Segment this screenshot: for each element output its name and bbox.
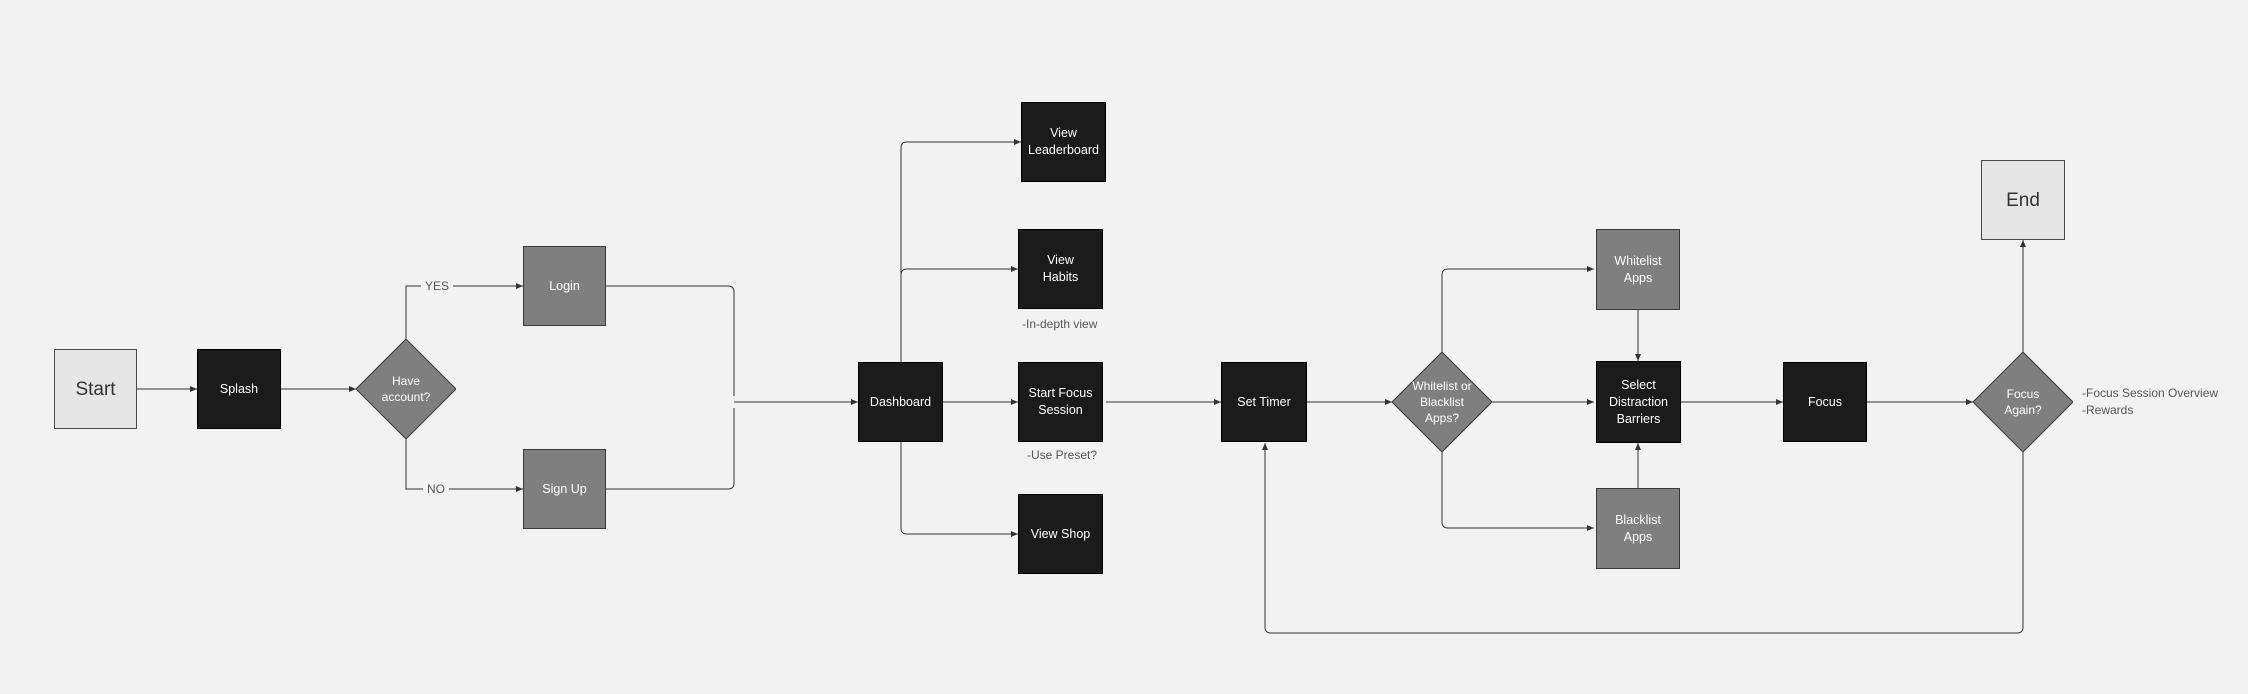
node-focus[interactable]: Focus bbox=[1783, 362, 1867, 442]
node-end[interactable]: End bbox=[1981, 160, 2065, 240]
node-start[interactable]: Start bbox=[54, 349, 137, 429]
edge-yes-login bbox=[405, 283, 523, 339]
decision-focus-again-label: Focus Again? bbox=[2004, 387, 2042, 417]
edge-decision-blacklist bbox=[1441, 452, 1594, 531]
edge-loop-settimer bbox=[1262, 443, 2024, 634]
node-view-leaderboard[interactable]: View Leaderboard bbox=[1021, 102, 1106, 182]
edge-signup-merge bbox=[606, 408, 735, 490]
node-view-habits[interactable]: View Habits bbox=[1018, 229, 1103, 309]
node-select-distraction-barriers[interactable]: Select Distraction Barriers bbox=[1596, 361, 1681, 443]
edge-label-no: NO bbox=[423, 481, 449, 498]
edge-dashboard-habits bbox=[900, 266, 1018, 276]
decision-have-account[interactable]: Have account? bbox=[356, 339, 456, 439]
edge-dashboard-shop bbox=[900, 442, 1018, 537]
decision-whitelist-or-blacklist-label: Whitelist or Blacklist Apps? bbox=[1412, 379, 1472, 425]
edge-label-yes: YES bbox=[421, 278, 454, 295]
edge-no-signup bbox=[405, 439, 523, 492]
node-set-timer[interactable]: Set Timer bbox=[1221, 362, 1307, 442]
annotation-use-preset: -Use Preset? bbox=[1027, 448, 1098, 462]
node-view-shop[interactable]: View Shop bbox=[1018, 494, 1103, 574]
decision-focus-again[interactable]: Focus Again? bbox=[1973, 352, 2073, 452]
node-sign-up[interactable]: Sign Up bbox=[523, 449, 606, 529]
annotation-in-depth-view: -In-depth view bbox=[1022, 317, 1098, 331]
node-login[interactable]: Login bbox=[523, 246, 606, 326]
decision-have-account-label: Have account? bbox=[381, 374, 431, 404]
edge-login-merge bbox=[606, 285, 735, 396]
node-start-focus-session[interactable]: Start Focus Session bbox=[1018, 362, 1103, 442]
node-splash[interactable]: Splash bbox=[197, 349, 281, 429]
edge-decision-whitelist bbox=[1441, 266, 1594, 352]
annotation-session-overview: -Focus Session Overview -Rewards bbox=[2082, 386, 2219, 417]
node-whitelist-apps[interactable]: Whitelist Apps bbox=[1596, 229, 1680, 310]
decision-whitelist-or-blacklist[interactable]: Whitelist or Blacklist Apps? bbox=[1392, 352, 1492, 452]
edge-dashboard-leaderboard bbox=[900, 139, 1021, 362]
node-dashboard[interactable]: Dashboard bbox=[858, 362, 943, 442]
node-blacklist-apps[interactable]: Blacklist Apps bbox=[1596, 488, 1680, 569]
